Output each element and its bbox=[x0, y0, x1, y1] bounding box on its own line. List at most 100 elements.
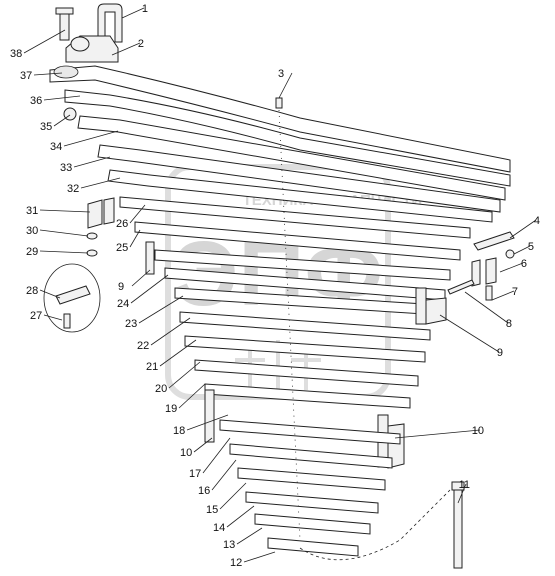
callout-label-25: 25 bbox=[116, 242, 128, 254]
leaf-13 bbox=[254, 513, 371, 535]
clip-6-b bbox=[485, 257, 497, 285]
callout-leader-25 bbox=[129, 229, 141, 248]
callout-leader-18 bbox=[186, 414, 229, 431]
clamp-9-left bbox=[145, 241, 155, 275]
callout-label-13: 13 bbox=[223, 539, 235, 551]
callout-label-18: 18 bbox=[173, 425, 185, 437]
callout-label-1: 1 bbox=[142, 3, 148, 15]
plate-28 bbox=[55, 285, 91, 305]
leaf-26 bbox=[119, 196, 471, 239]
leaf-25 bbox=[134, 221, 461, 261]
clamp-9-right-side bbox=[425, 297, 447, 325]
callout-leader-16 bbox=[211, 459, 237, 491]
callout-label-4: 4 bbox=[534, 215, 540, 227]
callout-leader-36 bbox=[43, 95, 81, 101]
lower-leaves bbox=[219, 419, 401, 557]
callout-label-19: 19 bbox=[165, 403, 177, 415]
callout-label-26: 26 bbox=[116, 218, 128, 230]
callout-label-21: 21 bbox=[146, 361, 158, 373]
callout-label-24: 24 bbox=[117, 298, 129, 310]
clamp-10-left bbox=[204, 389, 215, 443]
callout-label-15: 15 bbox=[206, 504, 218, 516]
callout-label-28: 28 bbox=[26, 285, 38, 297]
callout-leader-19 bbox=[178, 383, 206, 409]
callout-label-38: 38 bbox=[10, 48, 22, 60]
leaf-37-eye bbox=[53, 65, 79, 79]
bolt-3 bbox=[275, 97, 283, 109]
callout-leader-11 bbox=[457, 483, 467, 504]
callout-leader-23 bbox=[138, 295, 184, 324]
callout-leader-15 bbox=[219, 482, 247, 510]
callout-leader-9b bbox=[131, 269, 151, 287]
callout-leader-4 bbox=[509, 219, 537, 239]
callout-leader-31 bbox=[39, 209, 91, 213]
bolt-38 bbox=[59, 11, 70, 41]
callout-leader-28 bbox=[39, 289, 61, 299]
bolt-38-head bbox=[55, 7, 74, 15]
callout-label-17: 17 bbox=[189, 468, 201, 480]
callout-leader-2 bbox=[111, 42, 141, 56]
middle-leaves bbox=[119, 196, 471, 469]
callout-label-12: 12 bbox=[230, 557, 242, 569]
callout-label-2: 2 bbox=[138, 38, 144, 50]
callout-label-16: 16 bbox=[198, 485, 210, 497]
callout-leader-30 bbox=[39, 229, 89, 237]
callout-leader-27 bbox=[43, 314, 63, 321]
callout-label-30: 30 bbox=[26, 225, 38, 237]
center-bolt bbox=[275, 97, 465, 569]
pin-7 bbox=[485, 285, 493, 301]
callout-label-10b: 10 bbox=[180, 447, 192, 459]
callout-label-34: 34 bbox=[50, 141, 62, 153]
callout-label-5: 5 bbox=[528, 241, 534, 253]
right-parts bbox=[447, 231, 515, 301]
pin-27 bbox=[63, 313, 71, 329]
washer-30 bbox=[86, 232, 98, 240]
callout-label-23: 23 bbox=[125, 318, 137, 330]
clip-31 bbox=[87, 199, 103, 229]
callout-leader-10 bbox=[394, 429, 481, 439]
callout-leader-7 bbox=[491, 290, 515, 301]
callout-label-20: 20 bbox=[155, 383, 167, 395]
left-parts bbox=[43, 197, 115, 333]
callout-label-9: 9 bbox=[497, 347, 503, 359]
callout-label-10: 10 bbox=[472, 425, 484, 437]
leaf-15 bbox=[237, 467, 386, 491]
callout-label-6: 6 bbox=[521, 258, 527, 270]
callout-label-37: 37 bbox=[20, 70, 32, 82]
leaf-20 bbox=[184, 335, 426, 363]
leaf-34 bbox=[77, 115, 506, 201]
callout-leader-38 bbox=[23, 29, 66, 54]
nut-5 bbox=[505, 249, 515, 259]
callout-leader-29 bbox=[39, 250, 89, 254]
callout-leader-5 bbox=[513, 245, 531, 255]
callout-leader-14 bbox=[226, 505, 255, 528]
callout-label-31: 31 bbox=[26, 205, 38, 217]
callouts: 1234567899101011121314151617181920212223… bbox=[10, 3, 540, 569]
callout-label-36: 36 bbox=[30, 95, 42, 107]
callout-label-32: 32 bbox=[67, 183, 79, 195]
callout-label-8: 8 bbox=[506, 318, 512, 330]
callout-label-14: 14 bbox=[213, 522, 225, 534]
callout-leader-3 bbox=[278, 72, 293, 99]
leaf-24 bbox=[154, 249, 451, 281]
callout-leader-37 bbox=[33, 72, 63, 76]
callout-leader-1 bbox=[121, 7, 145, 19]
callout-leader-34 bbox=[63, 130, 119, 147]
nut-29 bbox=[86, 249, 98, 257]
leaf-16 bbox=[229, 443, 393, 469]
bolt-path bbox=[299, 489, 451, 561]
callout-leader-32 bbox=[80, 177, 121, 189]
callout-leader-12 bbox=[243, 551, 276, 563]
clip-6-a bbox=[471, 259, 481, 287]
callout-leader-35 bbox=[53, 114, 71, 127]
callout-leader-13 bbox=[236, 527, 263, 545]
callout-leader-6 bbox=[499, 262, 524, 273]
leaf-37 bbox=[49, 65, 511, 173]
callout-label-7: 7 bbox=[512, 286, 518, 298]
callout-leader-24 bbox=[130, 274, 169, 304]
callout-leader-9 bbox=[439, 314, 500, 353]
bolt-11-head bbox=[451, 481, 465, 491]
callout-leader-26 bbox=[129, 204, 146, 224]
